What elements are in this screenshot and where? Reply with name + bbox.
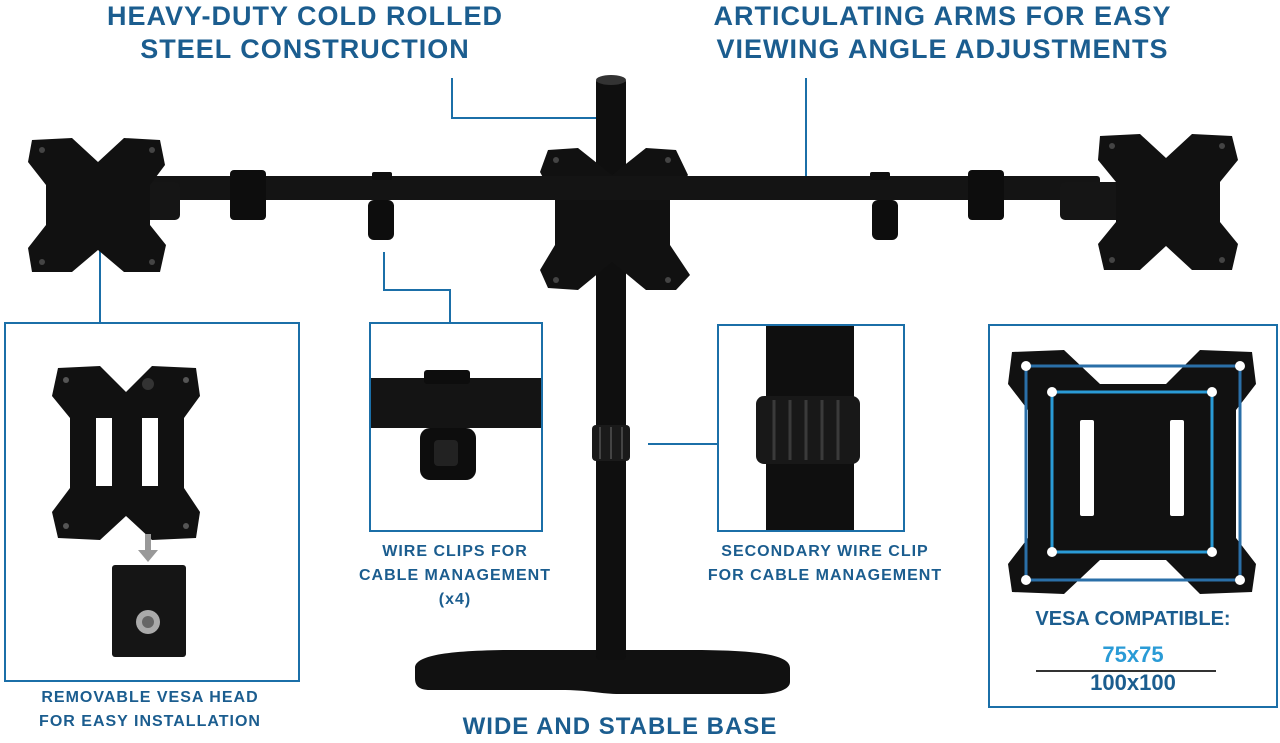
caption-secondary-clip-line-2: FOR CABLE MANAGEMENT xyxy=(707,567,943,584)
caption-wire-clips-line-2: CABLE MANAGEMENT xyxy=(359,567,551,584)
vesa-head-detail-illustration xyxy=(52,366,200,657)
caption-wire-clips: WIRE CLIPS FOR CABLE MANAGEMENT (x4) xyxy=(330,540,580,612)
arm-wire-clips xyxy=(368,172,898,240)
headline-arms-line-2: VIEWING ANGLE ADJUSTMENTS xyxy=(716,34,1169,64)
vesa-compat-illustration xyxy=(1008,350,1256,594)
headline-articulating-arms: ARTICULATING ARMS FOR EASY VIEWING ANGLE… xyxy=(690,0,1195,66)
headline-steel-line-1: HEAVY-DUTY COLD ROLLED xyxy=(106,1,504,31)
headline-arms-line-1: ARTICULATING ARMS FOR EASY xyxy=(713,1,1172,31)
arm-bar xyxy=(140,176,1100,200)
caption-secondary-clip: SECONDARY WIRE CLIP FOR CABLE MANAGEMENT xyxy=(680,540,970,588)
caption-stable-base: WIDE AND STABLE BASE xyxy=(462,713,778,740)
headline-steel-line-2: STEEL CONSTRUCTION xyxy=(140,34,470,64)
caption-secondary-clip-line-1: SECONDARY WIRE CLIP xyxy=(721,543,929,560)
vesa-size-divider xyxy=(1036,670,1216,672)
vesa-size-100: 100x100 xyxy=(1090,670,1176,695)
caption-vesa-head: REMOVABLE VESA HEAD FOR EASY INSTALLATIO… xyxy=(0,686,300,734)
left-vesa-plate xyxy=(28,138,166,272)
vesa-compatible-title: VESA COMPATIBLE: xyxy=(1035,608,1231,630)
caption-wire-clips-line-1: WIRE CLIPS FOR xyxy=(382,543,528,560)
stand-pole xyxy=(596,78,626,660)
caption-vesa-head-line-2: FOR EASY INSTALLATION xyxy=(39,713,261,730)
wire-clip-detail-illustration xyxy=(371,370,541,480)
secondary-clip-detail-illustration xyxy=(756,326,860,530)
caption-vesa-head-line-1: REMOVABLE VESA HEAD xyxy=(41,689,259,706)
headline-steel-construction: HEAVY-DUTY COLD ROLLED STEEL CONSTRUCTIO… xyxy=(80,0,530,66)
caption-wire-clips-line-3: (x4) xyxy=(438,591,472,608)
vesa-size-75: 75x75 xyxy=(1102,642,1164,667)
callout-lines xyxy=(99,78,807,445)
right-vesa-plate xyxy=(1098,134,1238,270)
stand-base xyxy=(415,650,790,694)
